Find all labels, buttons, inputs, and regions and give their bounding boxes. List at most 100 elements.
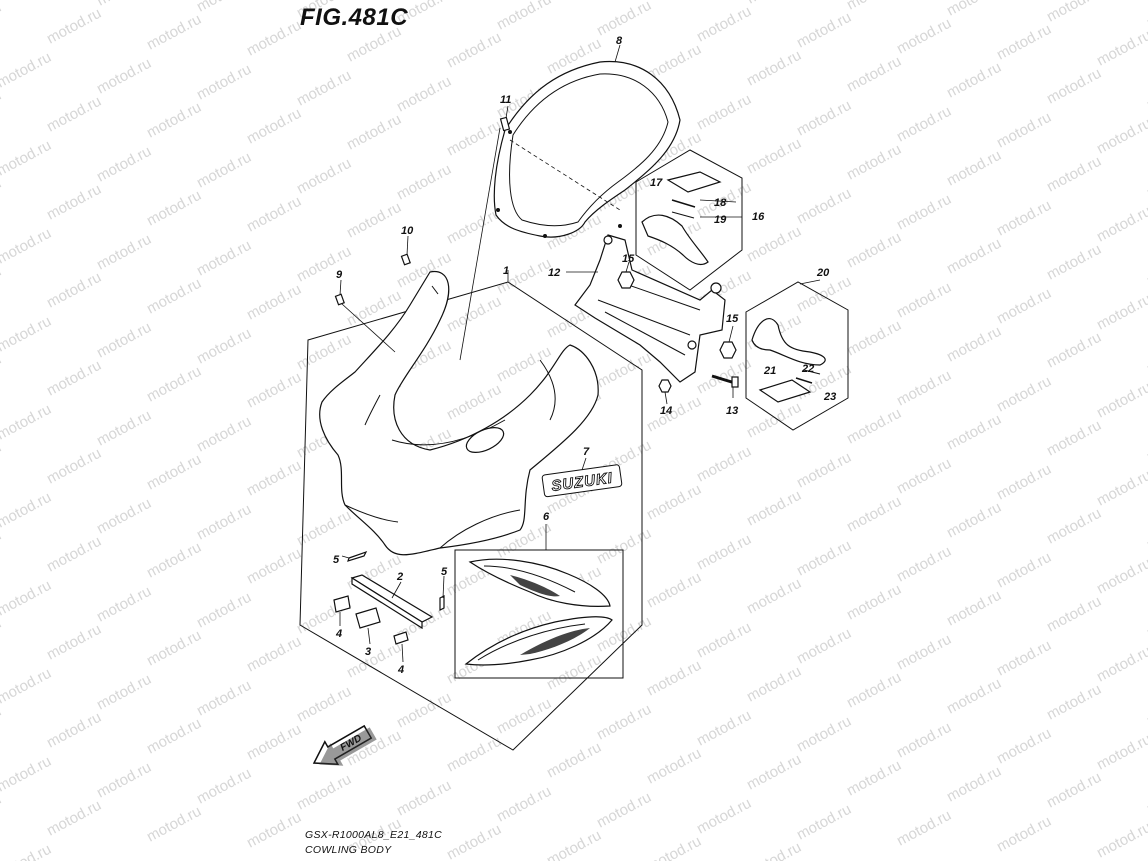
watermark-text: motod.ru xyxy=(844,757,904,800)
watermark-text: motod.ru xyxy=(844,581,904,624)
watermark-text: motod.ru xyxy=(444,29,504,72)
watermark-text: motod.ru xyxy=(244,457,304,500)
watermark-text: motod.ru xyxy=(1094,27,1148,70)
watermark-text: motod.ru xyxy=(0,313,54,356)
watermark-text: motod.ru xyxy=(844,229,904,272)
watermark-text: motod.ru xyxy=(144,715,204,758)
watermark-text: motod.ru xyxy=(994,109,1054,152)
watermark-text: motod.ru xyxy=(94,231,154,274)
callout-4a: 4 xyxy=(335,628,342,640)
watermark-text: motod.ru xyxy=(894,543,954,586)
watermark-text: motod.ru xyxy=(694,707,754,750)
watermark-text: motod.ru xyxy=(594,701,654,744)
watermark-text: motod.ru xyxy=(1044,417,1104,460)
diagram-description: COWLING BODY xyxy=(305,844,392,856)
watermark-text: motod.ru xyxy=(194,61,254,104)
watermark-text: motod.ru xyxy=(44,621,104,664)
watermark-text: motod.ru xyxy=(944,499,1004,542)
watermark-text: motod.ru xyxy=(1094,203,1148,246)
watermark-text: motod.ru xyxy=(144,627,204,670)
callout-22: 22 xyxy=(801,363,814,375)
watermark-text: motod.ru xyxy=(194,237,254,280)
watermark-text: motod.ru xyxy=(1044,65,1104,108)
watermark-text: motod.ru xyxy=(0,791,4,834)
watermark-text: motod.ru xyxy=(0,137,54,180)
watermark-text: motod.ru xyxy=(494,695,554,738)
watermark-text: motod.ru xyxy=(194,413,254,456)
watermark-text: motod.ru xyxy=(1044,0,1104,26)
watermark-text: motod.ru xyxy=(0,527,4,570)
watermark-text: motod.ru xyxy=(594,349,654,392)
watermark-text: motod.ru xyxy=(994,725,1054,768)
callout-4b: 4 xyxy=(397,664,404,676)
watermark-text: motod.ru xyxy=(44,181,104,224)
watermark-text: motod.ru xyxy=(44,445,104,488)
watermark-text: motod.ru xyxy=(1044,769,1104,812)
watermark-text: motod.ru xyxy=(44,533,104,576)
watermark-text: motod.ru xyxy=(0,87,4,130)
watermark-text: motod.ru xyxy=(644,393,704,436)
watermark-text: motod.ru xyxy=(94,407,154,450)
watermark-text: motod.ru xyxy=(194,0,254,16)
watermark-text: motod.ru xyxy=(1044,329,1104,372)
watermark-text: motod.ru xyxy=(0,753,54,796)
callout-6: 6 xyxy=(543,511,550,523)
watermark-text: motod.ru xyxy=(394,161,454,204)
nut-15-right xyxy=(719,341,737,359)
watermark-text: motod.ru xyxy=(794,185,854,228)
watermark-text: motod.ru xyxy=(844,317,904,360)
watermark-text: motod.ru xyxy=(894,631,954,674)
callout-3: 3 xyxy=(365,646,371,658)
watermark-text: motod.ru xyxy=(844,0,904,14)
watermark-text: motod.ru xyxy=(844,141,904,184)
watermark-text: motod.ru xyxy=(0,703,4,746)
watermark-text: motod.ru xyxy=(44,93,104,136)
watermark-text: motod.ru xyxy=(0,439,4,482)
callout-5a: 5 xyxy=(333,554,340,566)
watermark-text: motod.ru xyxy=(1044,681,1104,724)
watermark-text: motod.ru xyxy=(244,369,304,412)
watermark-text: motod.ru xyxy=(344,639,404,682)
watermark-text: motod.ru xyxy=(794,449,854,492)
screen-to-cowl-line xyxy=(459,127,501,361)
watermark-text: motod.ru xyxy=(844,669,904,712)
callout-8: 8 xyxy=(616,35,623,47)
watermark-text: motod.ru xyxy=(0,577,54,620)
watermark-text: motod.ru xyxy=(644,833,704,861)
windscreen xyxy=(493,60,681,238)
watermark-text: motod.ru xyxy=(244,17,304,60)
callout-5b: 5 xyxy=(441,566,448,578)
watermark-text: motod.ru xyxy=(44,797,104,840)
watermark-text: motod.ru xyxy=(44,357,104,400)
watermark-text: motod.ru xyxy=(194,589,254,632)
watermark-text: motod.ru xyxy=(0,841,54,861)
watermark-text: motod.ru xyxy=(1144,423,1148,466)
watermark-text: motod.ru xyxy=(1044,241,1104,284)
watermark-text: motod.ru xyxy=(1144,511,1148,554)
bolt-13 xyxy=(711,374,739,388)
watermark-text: motod.ru xyxy=(944,323,1004,366)
watermark-text: motod.ru xyxy=(794,273,854,316)
watermark-text: motod.ru xyxy=(1144,775,1148,818)
watermark-text: motod.ru xyxy=(494,0,554,34)
watermark-text: motod.ru xyxy=(944,587,1004,630)
watermark-text: motod.ru xyxy=(94,55,154,98)
watermark-text: motod.ru xyxy=(294,67,354,110)
watermark-text: motod.ru xyxy=(0,351,4,394)
watermark-text: motod.ru xyxy=(244,193,304,236)
watermark-text: motod.ru xyxy=(694,619,754,662)
watermark-text: motod.ru xyxy=(344,199,404,242)
watermark-text: motod.ru xyxy=(194,149,254,192)
watermark-text: motod.ru xyxy=(94,319,154,362)
suzuki-emblem: SUZUKI xyxy=(541,464,623,498)
decal-set-6-frame xyxy=(454,549,624,679)
watermark-text: motod.ru xyxy=(794,713,854,756)
pad-4-right xyxy=(393,631,409,645)
watermark-text: motod.ru xyxy=(994,21,1054,64)
watermark-text: motod.ru xyxy=(744,223,804,266)
watermark-text: motod.ru xyxy=(744,47,804,90)
watermark-text: motod.ru xyxy=(794,625,854,668)
watermark-text: motod.ru xyxy=(1144,71,1148,114)
watermark-text: motod.ru xyxy=(44,5,104,48)
callout-14: 14 xyxy=(660,405,672,417)
